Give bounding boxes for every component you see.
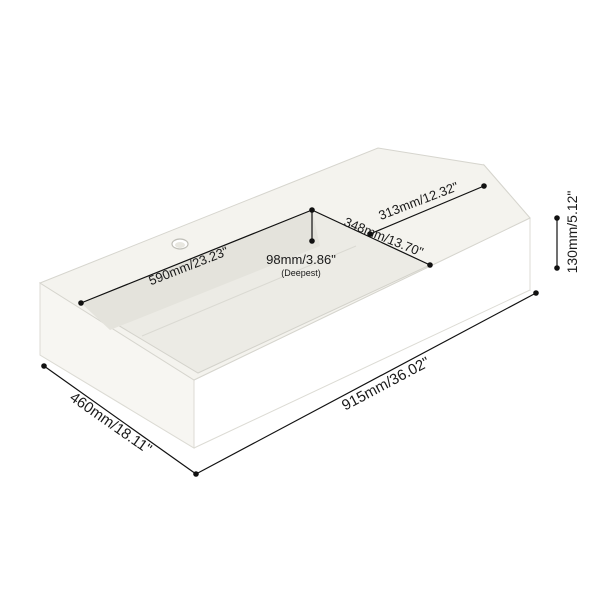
basin-length-start-dot xyxy=(78,300,84,306)
sink-body xyxy=(38,147,531,449)
deck-width-start-dot xyxy=(367,231,373,237)
basin-floor-line xyxy=(141,245,357,337)
height-label: 130mm/5.12" xyxy=(564,191,580,274)
width-line xyxy=(43,365,197,475)
basin-depth-label: 98mm/3.86" xyxy=(266,252,336,267)
basin-width-end-dot xyxy=(427,262,433,268)
basin-depth-note: (Deepest) xyxy=(281,268,321,278)
height-bottom-dot xyxy=(554,265,560,271)
length-line xyxy=(195,292,537,475)
width-start-dot xyxy=(41,363,47,369)
basin-width-line xyxy=(311,209,431,266)
height-top-dot xyxy=(554,215,560,221)
basin-depth-end-dot xyxy=(309,238,315,244)
length-end-dot xyxy=(533,290,539,296)
deck-width-end-dot xyxy=(481,183,487,189)
dimension-lines xyxy=(41,183,560,477)
basin-length-line xyxy=(80,209,313,304)
basin-back-wall xyxy=(81,210,320,330)
faucet-hole-inner xyxy=(175,242,185,248)
deck-width-line xyxy=(369,185,485,235)
